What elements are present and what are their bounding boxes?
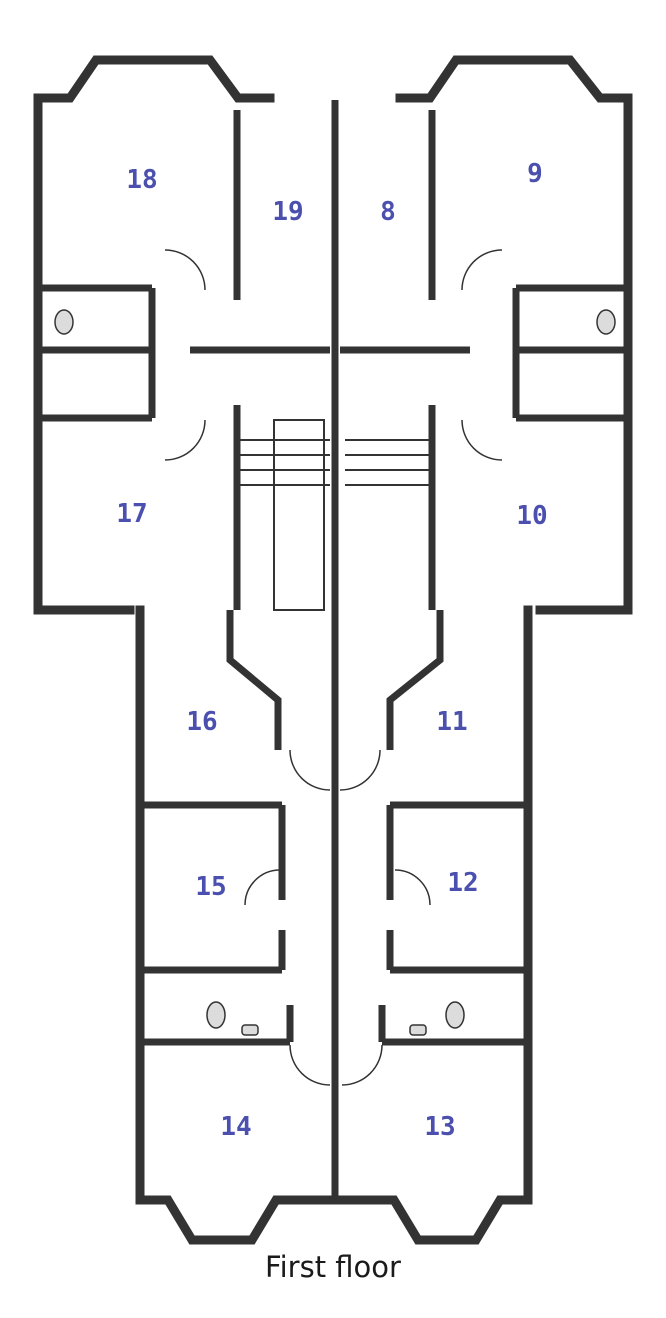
floor-label: First floor	[265, 1250, 401, 1284]
room-11-label: 11	[436, 707, 467, 737]
room-15-label: 15	[195, 872, 226, 902]
toilet-icon	[206, 1001, 226, 1029]
room-9-label: 9	[527, 159, 543, 189]
room-10-label: 10	[516, 501, 547, 531]
room-16-label: 16	[186, 707, 217, 737]
room-19-label: 19	[272, 197, 303, 227]
toilet-icon	[54, 309, 74, 335]
room-8-label: 8	[380, 197, 396, 227]
toilet-icon	[445, 1001, 465, 1029]
basin-icon	[409, 1024, 427, 1036]
room-17-label: 17	[116, 499, 147, 529]
interior-walls	[40, 100, 626, 1200]
basin-icon	[241, 1024, 259, 1036]
toilet-icon	[596, 309, 616, 335]
door-swing-icon	[164, 249, 503, 1086]
room-14-label: 14	[220, 1112, 251, 1142]
room-18-label: 18	[126, 165, 157, 195]
room-13-label: 13	[424, 1112, 455, 1142]
staircase-icon	[240, 419, 430, 611]
exterior-walls	[33, 55, 633, 1245]
room-12-label: 12	[447, 868, 478, 898]
